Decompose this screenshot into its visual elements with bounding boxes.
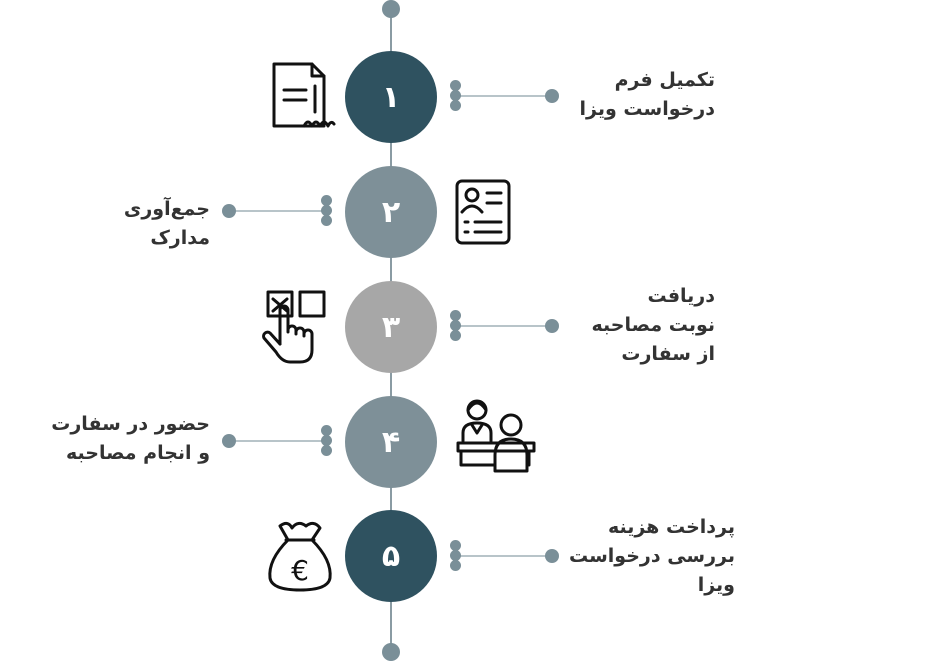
step-1-bead	[450, 90, 461, 101]
id-document-icon	[453, 178, 513, 250]
step-4-bead	[321, 445, 332, 456]
step-2-connector	[230, 210, 326, 212]
money-bag-icon: €	[264, 520, 336, 598]
step-3-bead	[450, 310, 461, 321]
step-4-connector-dot	[222, 434, 236, 448]
step-2-number-circle: ۲	[345, 166, 437, 258]
checkbox-select-icon	[258, 288, 330, 370]
step-1-connector-dot	[545, 89, 559, 103]
step-5-bead	[450, 560, 461, 571]
step-5-number: ۵	[381, 538, 401, 574]
step-1-label: تکمیل فرم درخواست ویزا	[579, 69, 716, 120]
signed-document-icon	[268, 60, 340, 136]
step-2-number: ۲	[381, 194, 401, 230]
step-1-bead	[450, 80, 461, 91]
step-3-number: ۳	[381, 309, 401, 345]
step-4-connector	[230, 440, 326, 442]
step-5-label: پرداخت هزینه بررسی درخواست ویزا	[568, 516, 735, 596]
step-2-bead	[321, 195, 332, 206]
step-3-bead	[450, 320, 461, 331]
step-4-bead	[321, 425, 332, 436]
step-3-bead	[450, 330, 461, 341]
timeline-top-dot	[382, 0, 400, 18]
step-4-number-circle: ۴	[345, 396, 437, 488]
interview-desk-icon	[455, 397, 537, 479]
step-1-connector	[455, 95, 552, 97]
step-2-bead	[321, 205, 332, 216]
step-3-connector	[455, 325, 552, 327]
step-4-label: حضور در سفارت و انجام مصاحبه	[51, 413, 210, 464]
step-3-number-circle: ۳	[345, 281, 437, 373]
step-2-bead	[321, 215, 332, 226]
step-1-number-circle: ۱	[345, 51, 437, 143]
step-5-number-circle: ۵	[345, 510, 437, 602]
step-5-connector-dot	[545, 549, 559, 563]
step-1-number: ۱	[381, 79, 401, 115]
step-5-connector	[455, 555, 552, 557]
step-5-bead	[450, 550, 461, 561]
step-3-connector-dot	[545, 319, 559, 333]
step-2-label: جمع‌آوری مدارک	[123, 198, 210, 249]
step-4-number: ۴	[381, 424, 401, 460]
step-3-label: دریافت نوبت مصاحبه از سفارت	[591, 285, 716, 365]
step-1-bead	[450, 100, 461, 111]
step-4-bead	[321, 435, 332, 446]
euro-sign: €	[291, 554, 309, 587]
step-2-connector-dot	[222, 204, 236, 218]
timeline-bottom-dot	[382, 643, 400, 661]
step-5-bead	[450, 540, 461, 551]
